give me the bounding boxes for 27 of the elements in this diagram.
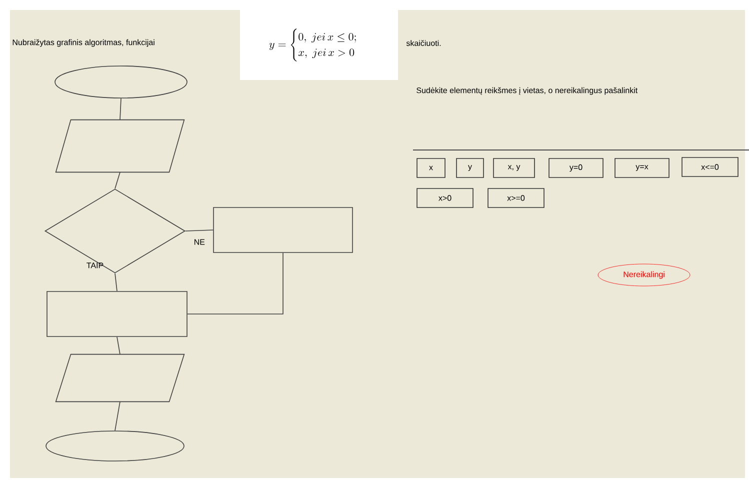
connector-line bbox=[114, 172, 120, 189]
connector-line bbox=[187, 252, 284, 314]
process-box bbox=[213, 207, 353, 253]
answer-tile: x<=0 bbox=[682, 157, 738, 177]
connector-line bbox=[116, 336, 120, 355]
instruction-text: skaičiuoti. bbox=[406, 40, 441, 46]
answer-tile: x bbox=[416, 158, 446, 178]
answer-tile: x, y bbox=[493, 158, 535, 178]
answer-tile: x>0 bbox=[416, 188, 474, 208]
edge-label: NE bbox=[194, 239, 205, 245]
answer-tile: x>=0 bbox=[488, 188, 544, 208]
connector-line bbox=[185, 230, 214, 232]
connector-line bbox=[114, 273, 118, 292]
flow-terminal-ellipse bbox=[54, 66, 188, 98]
formula: $y=\begin{cases}0,\ jei\,x\le 0;\\ x,\ jei\,x>0\end{cases}$ bbox=[269, 28, 356, 62]
answer-tile: y bbox=[456, 158, 484, 178]
instruction-text: Sudėkite elementų reikšmes į vietas, o nereikalingus pašalinkit bbox=[416, 87, 638, 95]
instruction-text: Nubraižytas grafinis algoritmas, funkcijai bbox=[12, 39, 154, 47]
input-output-parallelogram bbox=[55, 354, 185, 402]
answer-tile: y=x bbox=[614, 158, 670, 178]
input-output-parallelogram bbox=[55, 119, 185, 173]
answer-tile: y=0 bbox=[548, 158, 604, 178]
process-box bbox=[46, 291, 188, 337]
edge-label: TAIP bbox=[86, 262, 104, 268]
flow-terminal-ellipse bbox=[46, 430, 184, 462]
connector-line bbox=[114, 401, 120, 431]
connector-line bbox=[120, 98, 122, 120]
